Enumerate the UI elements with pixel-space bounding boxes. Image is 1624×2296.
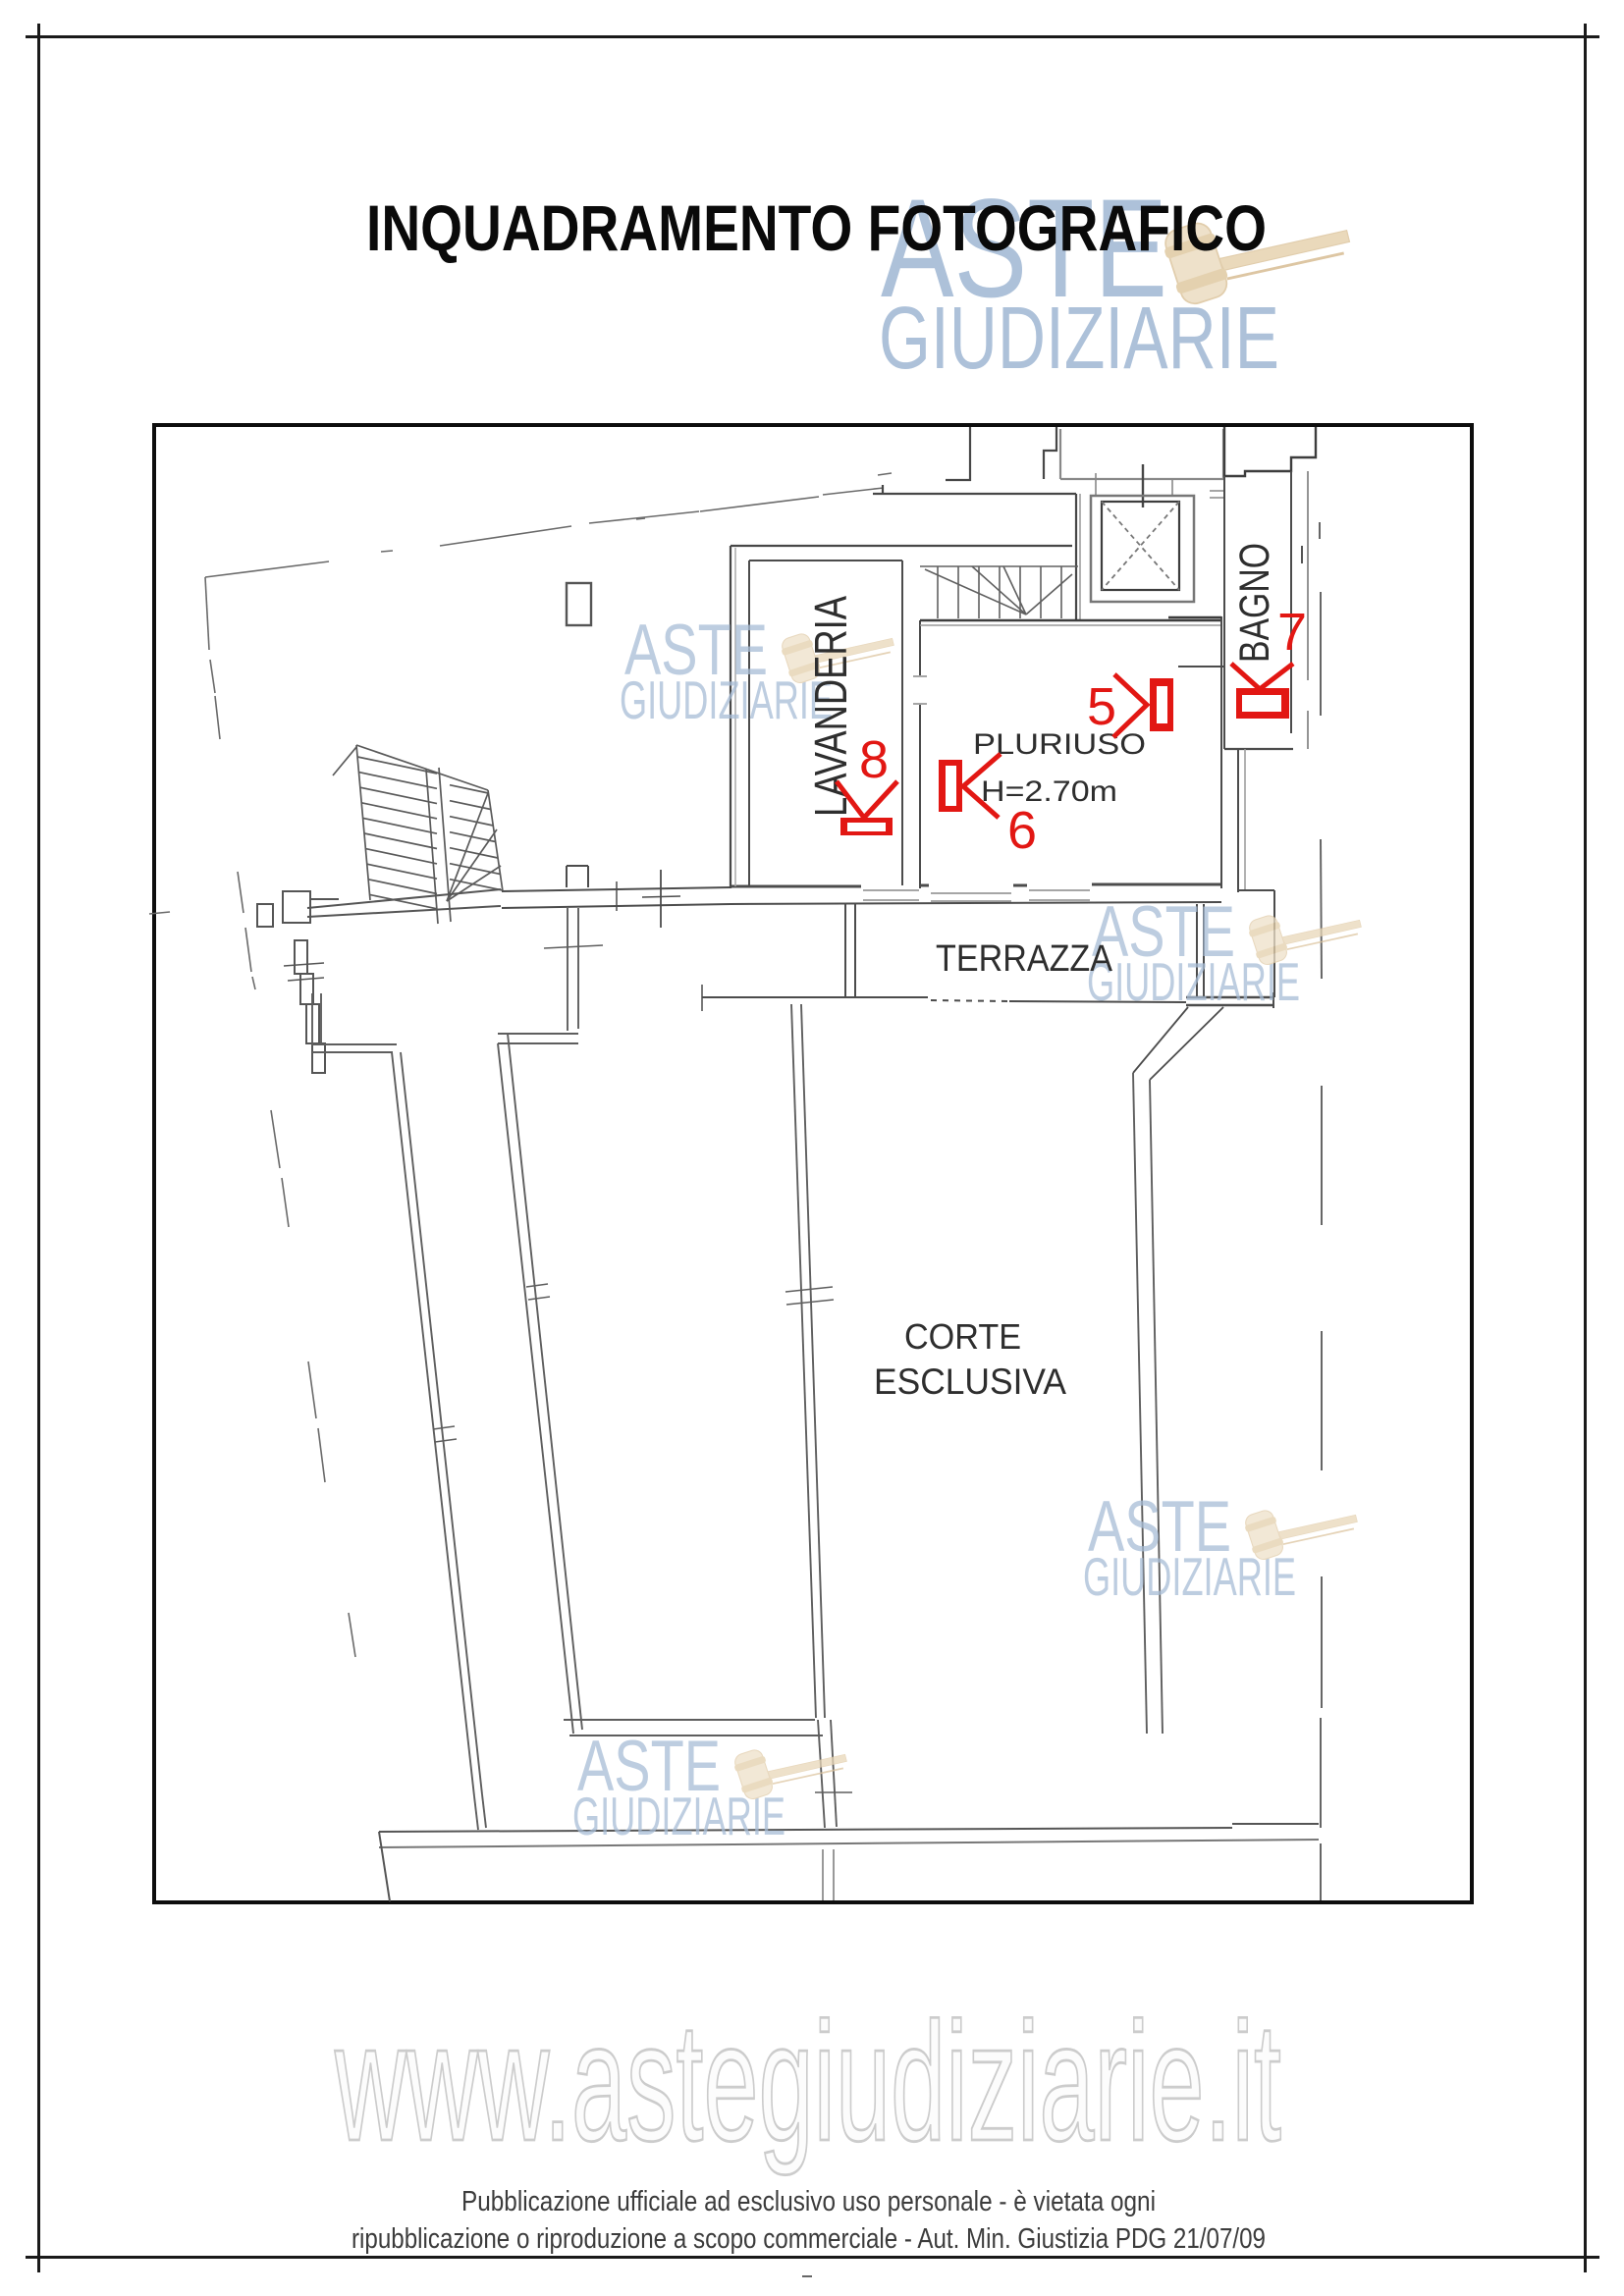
svg-text:Pubblicazione ufficiale ad esc: Pubblicazione ufficiale ad esclusivo uso… (461, 2186, 1156, 2217)
svg-text:7: 7 (1277, 603, 1307, 662)
svg-text:BAGNO: BAGNO (1231, 543, 1278, 663)
svg-text:www.astegiudiziarie.it: www.astegiudiziarie.it (334, 1988, 1281, 2176)
svg-text:ripubblicazione o riproduzione: ripubblicazione o riproduzione a scopo c… (352, 2223, 1266, 2255)
svg-text:LAVANDERIA: LAVANDERIA (805, 596, 856, 817)
svg-text:GIUDIZIARIE: GIUDIZIARIE (879, 290, 1279, 388)
svg-text:6: 6 (1007, 801, 1037, 860)
svg-text:CORTE: CORTE (904, 1316, 1021, 1357)
svg-text:TERRAZZA: TERRAZZA (936, 938, 1113, 980)
svg-text:8: 8 (859, 730, 889, 789)
svg-text:ESCLUSIVA: ESCLUSIVA (874, 1362, 1066, 1402)
svg-text:H=2.70m: H=2.70m (981, 775, 1117, 808)
svg-text:ASTE: ASTE (881, 171, 1167, 327)
svg-text:5: 5 (1087, 677, 1116, 736)
svg-text:INQUADRAMENTO FOTOGRAFICO: INQUADRAMENTO FOTOGRAFICO (366, 191, 1267, 264)
